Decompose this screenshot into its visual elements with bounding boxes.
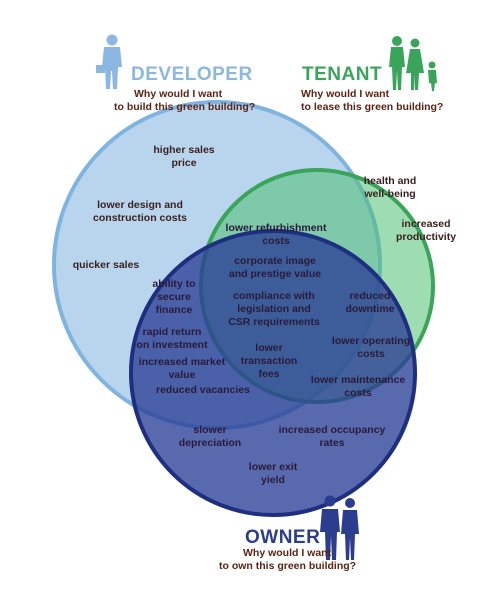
family-icon	[389, 36, 437, 91]
benefit-line: costs	[262, 235, 290, 247]
owner-question-line: to own this green building?	[219, 560, 357, 572]
benefit-line: lower	[255, 342, 283, 354]
benefit-ability-finance: ability to secure finance	[152, 278, 195, 317]
benefit-line: costs	[344, 387, 372, 399]
benefit-lower-refurbishment: lower refurbishment costs	[226, 222, 327, 248]
benefit-line: construction costs	[93, 212, 187, 224]
benefit-compliance: compliance with legislation and CSR requ…	[228, 290, 320, 329]
benefit-slower-depreciation: slower depreciation	[179, 424, 241, 450]
benefit-reduced-vacancies: reduced vacancies	[156, 384, 250, 397]
tenant-title: TENANT	[302, 64, 383, 85]
owner-circle	[129, 229, 417, 517]
benefit-line: productivity	[395, 231, 457, 243]
developer-title: DEVELOPER	[131, 64, 253, 85]
benefit-line: slower	[193, 424, 227, 436]
benefit-line: lower design and	[97, 199, 183, 211]
benefit-line: CSR requirements	[228, 316, 320, 328]
benefit-line: yield	[261, 474, 285, 486]
benefit-line: increased market	[138, 356, 226, 368]
benefit-line: depreciation	[178, 437, 242, 449]
benefit-lower-operating: lower operating costs	[332, 335, 410, 361]
benefit-lower-transaction: lower transaction fees	[241, 342, 298, 381]
benefit-line: secure	[157, 291, 191, 303]
benefit-line: fees	[258, 368, 280, 380]
tenant-question-line: Why would I want	[301, 88, 390, 100]
business-couple-icon	[320, 495, 359, 560]
benefit-line: rates	[319, 437, 345, 449]
benefit-line: compliance with	[233, 290, 315, 302]
benefit-quicker-sales: quicker sales	[73, 259, 140, 272]
benefit-higher-sales-price: higher sales price	[153, 144, 214, 170]
benefit-line: increased	[401, 218, 451, 230]
benefit-line: price	[171, 157, 197, 169]
benefit-increased-market-value: increased market value	[139, 356, 225, 382]
benefit-corporate-image: corporate image and prestige value	[229, 255, 321, 281]
benefit-rapid-return: rapid return on investment	[136, 326, 207, 352]
developer-question-line: Why would I want	[134, 88, 223, 100]
benefit-line: lower exit	[248, 461, 298, 473]
benefit-line: well-being	[364, 188, 416, 200]
benefit-line: downtime	[345, 303, 395, 315]
benefit-line: legislation and	[237, 303, 311, 315]
benefit-line: lower operating	[331, 335, 411, 347]
benefit-lower-exit-yield: lower exit yield	[249, 461, 297, 487]
owner-question: Why would I want to own this green build…	[219, 547, 356, 573]
benefit-line: rapid return	[142, 326, 202, 338]
benefit-line: value	[168, 369, 196, 381]
benefit-line: increased occupancy	[278, 424, 386, 436]
benefit-line: quicker sales	[72, 259, 140, 271]
benefit-reduced-downtime: reduced downtime	[346, 290, 395, 316]
developer-question: Why would I want to build this green bui…	[114, 88, 255, 114]
benefit-line: lower maintenance	[310, 374, 406, 386]
benefit-lower-maintenance: lower maintenance costs	[311, 374, 406, 400]
benefit-line: and prestige value	[228, 268, 322, 280]
benefit-line: corporate image	[234, 255, 316, 267]
owner-title: OWNER	[245, 527, 321, 548]
benefit-line: on investment	[136, 339, 208, 351]
benefit-lower-design-costs: lower design and construction costs	[93, 199, 187, 225]
benefit-increased-productivity: increased productivity	[396, 218, 456, 244]
benefit-line: higher sales	[153, 144, 215, 156]
benefit-line: costs	[357, 348, 385, 360]
benefit-line: ability to	[152, 278, 196, 290]
benefit-line: reduced vacancies	[156, 384, 250, 396]
developer-question-line: to build this green building?	[114, 101, 256, 113]
benefit-line: transaction	[240, 355, 298, 367]
benefit-health-wellbeing: health and well-being	[364, 175, 417, 201]
benefit-line: reduced	[349, 290, 391, 302]
benefit-line: finance	[155, 304, 193, 316]
businessman-with-briefcase-icon	[96, 34, 122, 89]
tenant-question: Why would I want to lease this green bui…	[301, 88, 443, 114]
benefit-line: lower refurbishment	[225, 222, 327, 234]
benefit-increased-occupancy: increased occupancy rates	[279, 424, 386, 450]
owner-question-line: Why would I want	[243, 547, 332, 559]
benefit-line: health and	[363, 175, 417, 187]
tenant-question-line: to lease this green building?	[301, 101, 444, 113]
